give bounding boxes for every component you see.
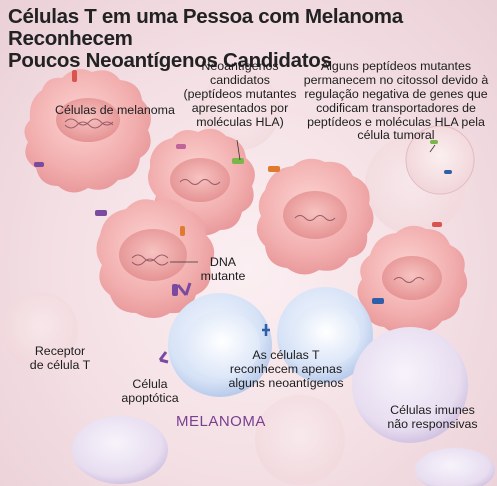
label-mutant-dna: DNA mutante	[200, 255, 246, 283]
title-line-1: Células T em uma Pessoa com Melanoma Rec…	[8, 5, 403, 51]
immune-cell-2	[72, 416, 168, 484]
melanoma-cell-5	[357, 222, 468, 335]
melanoma-cell-1	[24, 69, 151, 193]
label-melanoma: MELANOMA	[176, 413, 266, 430]
t-cell-2	[262, 287, 373, 383]
label-unresponsive-immune: Células imunes não responsivas	[387, 403, 478, 431]
melanoma-cell-4	[256, 158, 374, 275]
cytosol-cell	[405, 125, 475, 195]
leader-lines	[170, 139, 436, 263]
label-cytosol-peptides: Alguns peptídeos mutantes permanecem no …	[303, 59, 489, 143]
label-tcells-recognize: As células T reconhecem apenas alguns ne…	[228, 348, 344, 390]
immune-cell-1	[352, 327, 468, 443]
immune-cell-3	[415, 448, 495, 486]
t-cell-1	[168, 282, 272, 397]
label-apoptotic-cell: Célula apoptótica	[121, 377, 179, 405]
melanoma-cell-3	[95, 199, 215, 318]
apoptotic-marker	[158, 351, 169, 364]
diagram-title: Células T em uma Pessoa com Melanoma Rec…	[8, 5, 493, 73]
title-line-2: Poucos Neoantígenos Candidatos	[8, 49, 332, 73]
label-tcell-receptor: Receptor de célula T	[29, 344, 91, 372]
label-melanoma-cells: Células de melanoma	[55, 103, 175, 117]
label-neoantigen-candidates: Neoantígenos candidatos (peptídeos mutan…	[183, 59, 297, 129]
